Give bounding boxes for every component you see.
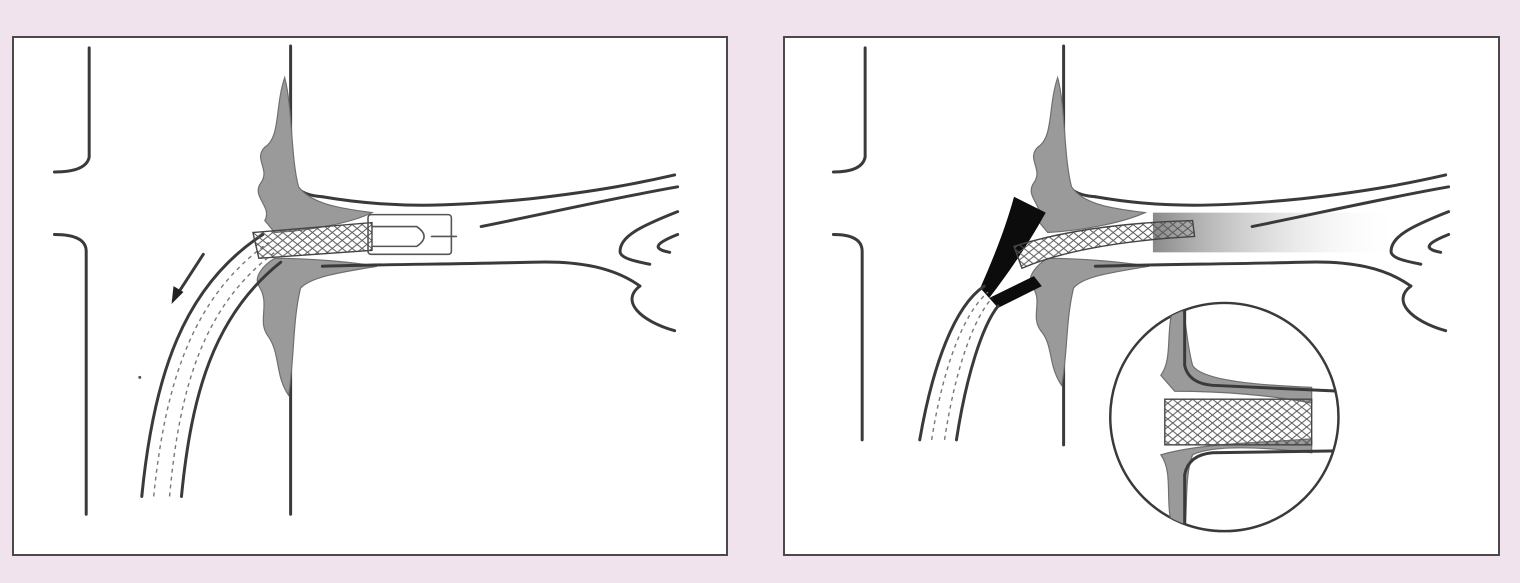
delivery-sheath — [368, 215, 451, 255]
catheter-outer-left — [920, 286, 985, 440]
withdraw-arrow-shaft — [177, 254, 203, 294]
aorta-wall-left-lower — [54, 234, 86, 514]
branch-lower-curve — [632, 286, 675, 331]
plaque-upper — [1031, 78, 1145, 233]
aorta-wall-left — [833, 48, 865, 172]
renal-artery-lower-wall — [322, 262, 640, 286]
catheter-inner-right — [945, 298, 993, 440]
catheter-outer-left — [142, 234, 263, 496]
catheter-outer-right — [956, 306, 998, 440]
renal-artery-upper-wall — [322, 175, 674, 205]
aorta-wall-left — [54, 48, 89, 172]
stray-dot — [138, 376, 141, 379]
balloon-tip — [372, 227, 424, 247]
branch-tip — [658, 234, 677, 252]
branch-tip — [1429, 234, 1448, 252]
branch-lower-curve — [1403, 286, 1446, 331]
left-diagram-panel — [12, 36, 728, 556]
aorta-wall-left-lower — [833, 234, 862, 439]
right-diagram-panel — [783, 36, 1500, 556]
plaque-upper — [258, 78, 372, 233]
inset-stent — [1165, 399, 1312, 445]
plaque-lower — [257, 258, 377, 395]
renal-artery-lower-wall — [1095, 262, 1411, 286]
left-diagram-svg — [14, 38, 726, 554]
magnified-inset — [1110, 296, 1341, 554]
right-diagram-svg — [785, 38, 1498, 554]
renal-artery-upper-wall — [1095, 175, 1445, 205]
